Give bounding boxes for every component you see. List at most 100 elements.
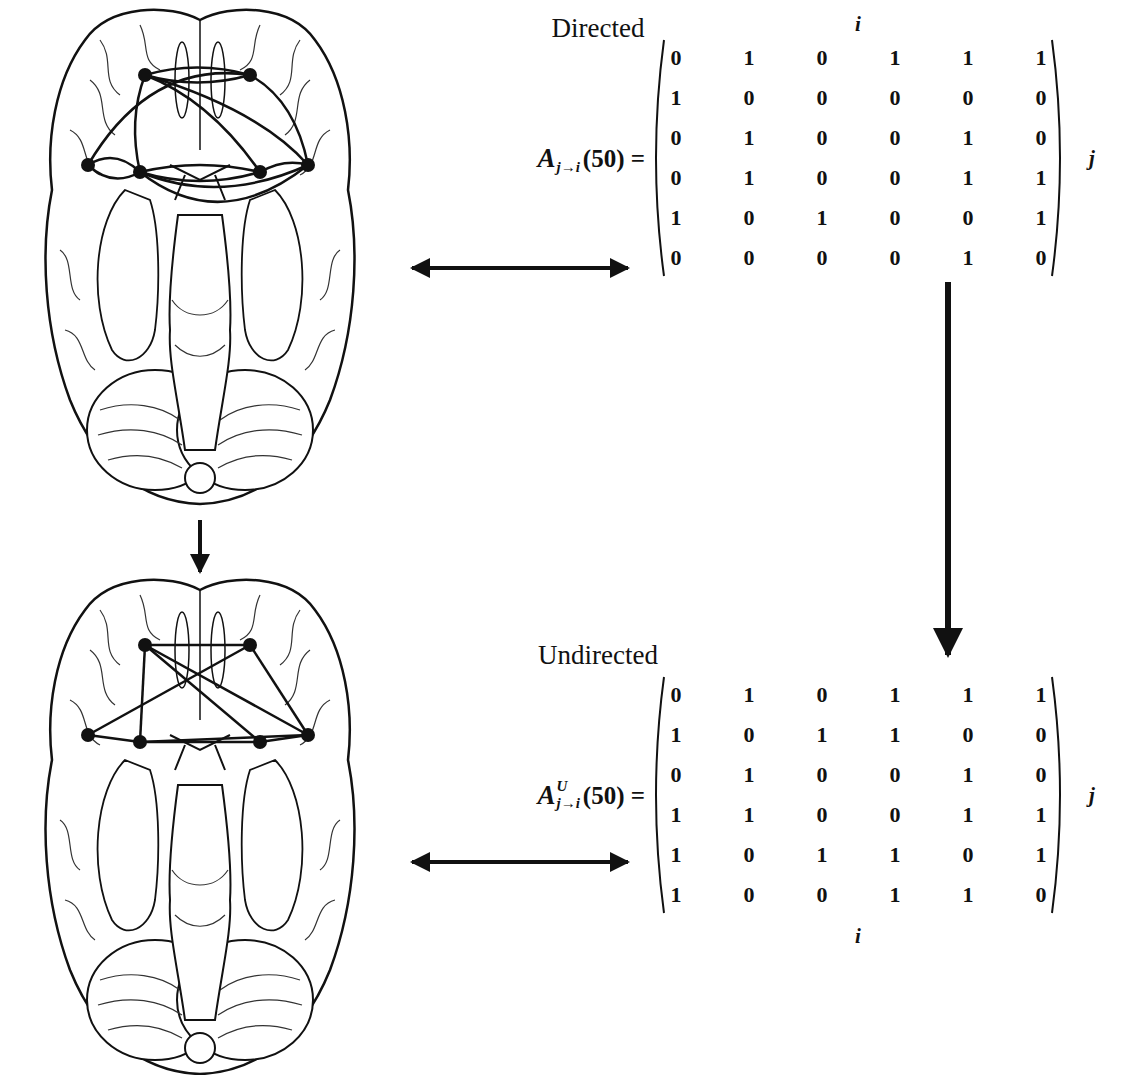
matrix-cell: 1 (744, 127, 755, 149)
network-dot (81, 68, 315, 179)
matrix-cell: 1 (744, 804, 755, 826)
matrix-cell: 0 (671, 167, 682, 189)
panel-heading: Directed (552, 15, 645, 42)
matrix-cell: 1 (817, 844, 828, 866)
matrix-cell: 0 (890, 247, 901, 269)
matrix-cell: 0 (890, 764, 901, 786)
matrix-cell: 1 (671, 884, 682, 906)
matrix-cell: 0 (744, 844, 755, 866)
subscript: j→i (557, 796, 580, 811)
index-label: j (1089, 785, 1095, 806)
matrix-cell: 1 (671, 207, 682, 229)
matrix-cell: 0 (744, 247, 755, 269)
matrix-cell: 0 (963, 207, 974, 229)
matrix-cell: 0 (817, 804, 828, 826)
matrix-cell: 0 (890, 207, 901, 229)
matrix-bracket (656, 40, 1060, 913)
down-arrow (198, 520, 202, 572)
matrix-cell: 1 (1036, 47, 1047, 69)
matrix-cell: 0 (671, 247, 682, 269)
matrix-cell: 0 (963, 87, 974, 109)
matrix-cell: 1 (963, 804, 974, 826)
matrix-cell: 0 (671, 47, 682, 69)
matrix-cell: 1 (1036, 684, 1047, 706)
network-dot (81, 638, 315, 749)
matrix-cell: 1 (1036, 207, 1047, 229)
superscript: U (557, 779, 568, 794)
matrix-cell: 0 (890, 167, 901, 189)
matrix-symbol: A (537, 145, 555, 172)
matrix-symbol: A (537, 782, 555, 809)
matrix-cell: 0 (817, 884, 828, 906)
matrix-cell: 0 (1036, 724, 1047, 746)
matrix-cell: 1 (744, 47, 755, 69)
matrix-cell: 1 (890, 684, 901, 706)
matrix-cell: 1 (671, 804, 682, 826)
matrix-cell: 1 (890, 884, 901, 906)
threshold-equals: (50) = (583, 783, 645, 808)
matrix-cell: 0 (817, 764, 828, 786)
matrix-cell: 0 (744, 724, 755, 746)
index-label: i (855, 14, 861, 35)
matrix-cell: 1 (963, 764, 974, 786)
matrix-cell: 0 (671, 684, 682, 706)
threshold-equals: (50) = (583, 146, 645, 171)
matrix-cell: 1 (671, 87, 682, 109)
matrix-cell: 0 (1036, 127, 1047, 149)
matrix-cell: 1 (817, 207, 828, 229)
matrix-equation: AUj→i(50) = (537, 779, 645, 811)
index-label: i (855, 926, 861, 947)
subscript: j→i (557, 160, 580, 175)
matrix-cell: 0 (817, 127, 828, 149)
matrix-cell: 1 (1036, 804, 1047, 826)
matrix-cell: 1 (1036, 167, 1047, 189)
down-arrow (945, 282, 951, 655)
index-label: j (1089, 148, 1095, 169)
matrix-cell: 0 (671, 127, 682, 149)
matrix-equation: Aj→i(50) = (537, 145, 645, 172)
matrix-cell: 0 (817, 247, 828, 269)
matrix-cell: 0 (890, 87, 901, 109)
brain-drawing (46, 10, 355, 504)
matrix-cell: 1 (963, 167, 974, 189)
matrix-cell: 1 (744, 684, 755, 706)
matrix-cell: 0 (744, 87, 755, 109)
matrix-cell: 1 (671, 724, 682, 746)
matrix-cell: 1 (744, 167, 755, 189)
matrix-cell: 1 (744, 764, 755, 786)
matrix-cell: 0 (890, 127, 901, 149)
matrix-cell: 1 (963, 684, 974, 706)
matrix-cell: 1 (817, 724, 828, 746)
matrix-cell: 0 (963, 724, 974, 746)
matrix-cell: 1 (890, 844, 901, 866)
matrix-cell: 0 (1036, 884, 1047, 906)
matrix-cell: 0 (817, 684, 828, 706)
matrix-cell: 1 (963, 884, 974, 906)
matrix-cell: 0 (817, 87, 828, 109)
matrix-cell: 0 (671, 764, 682, 786)
matrix-cell: 0 (963, 844, 974, 866)
script-stack: Uj→i (557, 779, 580, 811)
matrix-cell: 1 (963, 127, 974, 149)
double-arrow (412, 266, 628, 270)
matrix-cell: 0 (1036, 764, 1047, 786)
directed-network (88, 68, 308, 202)
matrix-cell: 0 (817, 47, 828, 69)
matrix-cell: 1 (963, 247, 974, 269)
matrix-cell: 1 (890, 47, 901, 69)
brain-drawing (46, 580, 355, 1074)
matrix-cell: 0 (744, 207, 755, 229)
double-arrow (412, 860, 628, 864)
undirected-network (88, 645, 308, 742)
matrix-cell: 1 (1036, 844, 1047, 866)
matrix-cell: 1 (671, 844, 682, 866)
panel-heading: Undirected (538, 642, 658, 669)
matrix-cell: 0 (1036, 87, 1047, 109)
matrix-cell: 0 (890, 804, 901, 826)
matrix-cell: 1 (890, 724, 901, 746)
matrix-cell: 1 (963, 47, 974, 69)
matrix-cell: 0 (744, 884, 755, 906)
matrix-cell: 0 (1036, 247, 1047, 269)
matrix-cell: 0 (817, 167, 828, 189)
